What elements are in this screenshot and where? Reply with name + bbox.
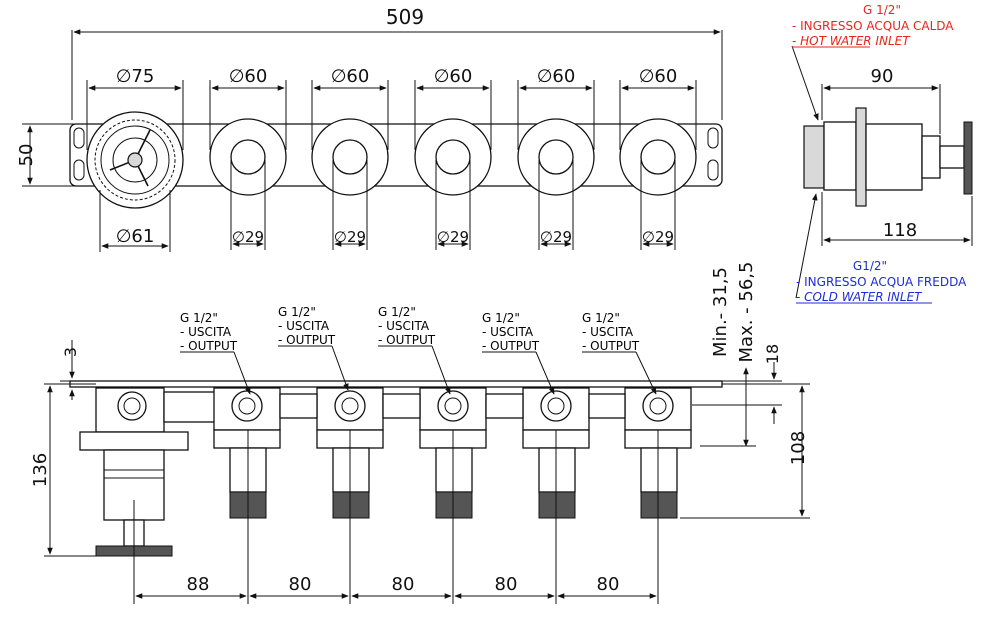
svg-text:∅60: ∅60: [434, 66, 473, 87]
svg-text:- USCITA: - USCITA: [180, 325, 232, 339]
svg-text:G 1/2": G 1/2": [482, 311, 520, 325]
hot-water-inlet-note: G 1/2" - INGRESSO ACQUA CALDA - HOT WATE…: [792, 3, 954, 48]
svg-text:- OUTPUT: - OUTPUT: [278, 333, 336, 347]
svg-text:∅60: ∅60: [537, 66, 576, 87]
svg-text:∅60: ∅60: [331, 66, 370, 87]
dim-height-50: 50: [16, 144, 37, 167]
output-note: G 1/2" - USCITA - OUTPUT: [278, 305, 349, 391]
dim-spacing-80: 80: [597, 574, 620, 595]
dim-height-108: 108: [788, 431, 809, 465]
svg-text:- OUTPUT: - OUTPUT: [180, 339, 238, 353]
thermostat-knob: [86, 111, 184, 209]
dim-diameter-75: ∅75: [116, 66, 155, 87]
dim-diameter-61: ∅61: [116, 226, 155, 247]
dim-height-18: 18: [763, 344, 782, 364]
output-notes: G 1/2" - USCITA - OUTPUT G 1/2" - USCITA…: [180, 305, 657, 395]
dim-height-3: 3: [61, 347, 80, 357]
svg-text:- OUTPUT: - OUTPUT: [582, 339, 640, 353]
svg-text:G 1/2": G 1/2": [863, 3, 901, 17]
svg-text:- OUTPUT: - OUTPUT: [482, 339, 540, 353]
dim-depth-max: Max. - 56,5: [736, 262, 757, 363]
svg-text:∅60: ∅60: [229, 66, 268, 87]
svg-text:- USCITA: - USCITA: [378, 319, 430, 333]
cold-water-inlet-note: G1/2" - INGRESSO ACQUA FREDDA - COLD WAT…: [796, 259, 967, 304]
dims-diameter-60: ∅60 ∅60 ∅60 ∅60 ∅60: [209, 66, 697, 150]
svg-text:G 1/2": G 1/2": [378, 305, 416, 319]
svg-text:- USCITA: - USCITA: [582, 325, 634, 339]
output-note: G 1/2" - USCITA - OUTPUT: [180, 311, 251, 395]
svg-text:∅29: ∅29: [642, 228, 674, 246]
dim-spacing-80: 80: [495, 574, 518, 595]
svg-text:- INGRESSO ACQUA CALDA: - INGRESSO ACQUA CALDA: [792, 19, 954, 33]
svg-text:- OUTPUT: - OUTPUT: [378, 333, 436, 347]
dim-depth-min: Min.- 31,5: [710, 267, 731, 357]
svg-text:G 1/2": G 1/2": [582, 311, 620, 325]
svg-text:∅29: ∅29: [334, 228, 366, 246]
svg-text:- HOT WATER INLET: - HOT WATER INLET: [792, 34, 911, 48]
svg-text:- USCITA: - USCITA: [278, 319, 330, 333]
svg-text:∅29: ∅29: [540, 228, 572, 246]
svg-text:- USCITA: - USCITA: [482, 325, 534, 339]
top-view: 509 50 ∅75 ∅61: [16, 5, 723, 252]
dim-spacing-88: 88: [187, 574, 210, 595]
svg-text:∅29: ∅29: [232, 228, 264, 246]
dims-diameter-29: ∅29 ∅29 ∅29 ∅29 ∅29: [230, 160, 676, 250]
side-view: 90 118: [791, 45, 973, 299]
output-note: G 1/2" - USCITA - OUTPUT: [582, 311, 657, 395]
svg-text:∅29: ∅29: [437, 228, 469, 246]
dim-side-90: 90: [871, 66, 894, 87]
svg-text:- INGRESSO ACQUA FREDDA: - INGRESSO ACQUA FREDDA: [796, 275, 967, 289]
svg-text:- COLD WATER INLET: - COLD WATER INLET: [796, 290, 923, 304]
svg-text:G1/2": G1/2": [853, 259, 887, 273]
svg-text:G 1/2": G 1/2": [180, 311, 218, 325]
dim-overall-width: 509: [386, 5, 424, 29]
output-note: G 1/2" - USCITA - OUTPUT: [378, 305, 451, 395]
dim-height-136: 136: [30, 453, 51, 487]
diverter-rosettes: [209, 118, 697, 196]
dim-spacing-80: 80: [392, 574, 415, 595]
svg-text:∅60: ∅60: [639, 66, 678, 87]
dim-side-118: 118: [883, 220, 917, 241]
dim-spacing-80: 80: [289, 574, 312, 595]
svg-text:G 1/2": G 1/2": [278, 305, 316, 319]
output-note: G 1/2" - USCITA - OUTPUT: [482, 311, 555, 395]
front-view: 3 136 Min.- 31,5 Max. - 56,5 18 108: [30, 262, 810, 604]
